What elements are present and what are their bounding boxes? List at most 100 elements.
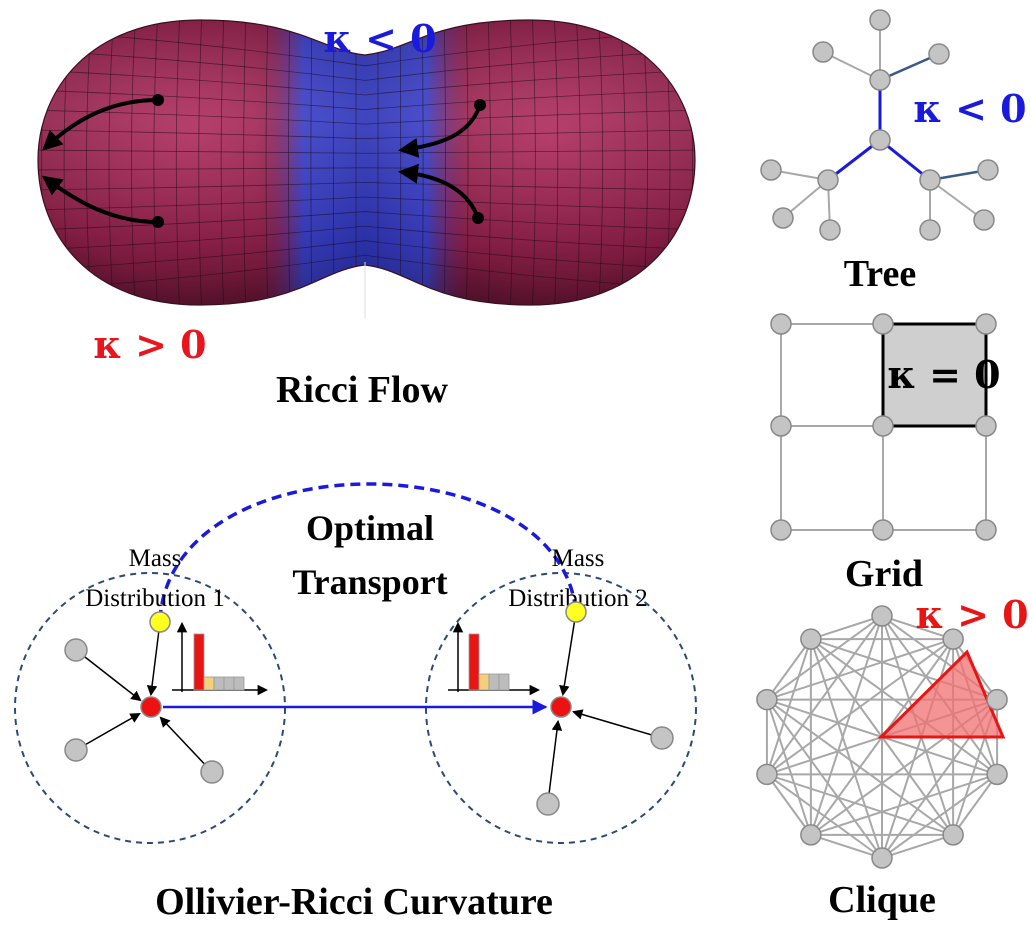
graph-node (200, 760, 224, 784)
mesh-line (465, 20, 469, 305)
flow-arrow-right-lower (398, 163, 480, 219)
tree-node (869, 9, 891, 31)
mesh-line (509, 20, 514, 305)
flow-arrows (41, 94, 486, 228)
center-node-2 (550, 696, 572, 718)
mesh-line (38, 181, 695, 191)
tree-node (919, 219, 941, 241)
mesh-line (198, 20, 203, 305)
tree-node (919, 169, 941, 191)
graph-node (64, 638, 88, 662)
clique-edge (881, 833, 954, 859)
clique-node (942, 824, 964, 846)
grid-node (770, 415, 792, 437)
tree-node (869, 129, 891, 151)
clique-highlight-triangle (877, 649, 1006, 739)
clique-edge (766, 699, 883, 859)
mesh-line (38, 49, 695, 81)
clique-node (800, 628, 822, 650)
flow-arrow-start (152, 216, 164, 228)
clique-edge (766, 698, 954, 836)
ricci-pos-label: κ > 0 (93, 322, 206, 367)
mesh-line (38, 225, 695, 251)
mesh-line (553, 20, 559, 305)
ricci-neg-label: κ < 0 (323, 16, 436, 61)
mesh-line (531, 20, 536, 305)
flow-arrow-start (152, 94, 164, 106)
clique-edge (766, 638, 954, 701)
flow-arrow-left-lower (41, 175, 159, 224)
grid-node (872, 415, 894, 437)
mass-dist-2-label-1: Mass (552, 545, 605, 572)
ollivier-ricci-diagram: Optimal Transport Mass Distribution 1 Ma… (14, 482, 697, 844)
clique-curvature-label: κ > 0 (915, 592, 1028, 637)
clique-node (986, 688, 1008, 711)
tree-node (817, 169, 839, 191)
clique-edge (952, 773, 998, 836)
grid-graph: κ = 0 (770, 313, 1001, 541)
mesh-line (38, 149, 695, 154)
ollivier-caption: Ollivier-Ricci Curvature (155, 881, 553, 923)
grid-node (975, 415, 997, 437)
mesh-line (38, 129, 695, 140)
mass-dist-1-label-2: Distribution 1 (85, 585, 225, 612)
flow-arrow-right-upper (398, 104, 482, 158)
ricci-flow-caption: Ricci Flow (276, 369, 449, 411)
clique-edge (765, 699, 812, 836)
optimal-transport-arc (158, 482, 578, 621)
clique-node (942, 628, 964, 650)
mesh-line (421, 20, 424, 305)
mesh-line (153, 20, 159, 305)
optimal-transport-label-1: Optimal (306, 508, 434, 548)
mesh-line (575, 20, 581, 305)
tree-node (812, 41, 834, 63)
mesh-line (38, 29, 695, 67)
flow-arrow-left-upper (42, 98, 159, 151)
clique-edge (766, 773, 812, 836)
mesh-line (38, 89, 695, 110)
mesh-line (131, 20, 137, 305)
mesh-line (38, 240, 695, 271)
grid-highlight-square (881, 322, 988, 428)
mesh-line (38, 254, 695, 291)
mass-node-1 (149, 611, 171, 633)
clique-edge (810, 833, 883, 859)
mesh-line (38, 196, 695, 211)
grid-node (770, 519, 792, 541)
tree-node (819, 219, 841, 241)
mesh-line (619, 20, 626, 305)
mesh-line (443, 20, 446, 305)
mesh-line (38, 109, 695, 125)
clique-edge (810, 638, 998, 776)
grid-node (872, 519, 894, 541)
grid-node (770, 313, 792, 335)
clique-node (871, 605, 893, 627)
mesh-line (288, 20, 291, 305)
clique-node (756, 688, 778, 711)
clique-edge (810, 615, 883, 641)
mesh-line (38, 211, 695, 231)
clique-edge (881, 615, 954, 641)
graph-node (64, 738, 88, 762)
grid-node (975, 313, 997, 335)
mass-node-2 (565, 601, 587, 623)
clique-edge (765, 638, 812, 775)
graph-node (536, 792, 560, 816)
mesh-line (310, 20, 313, 305)
clique-node (800, 824, 822, 846)
clique-edge (810, 773, 998, 836)
clique-edge (766, 615, 883, 775)
ricci-flow-surface (37, 19, 696, 318)
mesh-line (597, 20, 604, 305)
tree-node (973, 209, 995, 231)
clique-graph: κ > 0 (756, 592, 1029, 869)
grid-node (975, 519, 997, 541)
clique-edge (766, 773, 954, 836)
tree-curvature-label: κ < 0 (913, 86, 1026, 131)
mesh-line (108, 20, 115, 305)
mesh-line (265, 20, 269, 305)
clique-node (986, 763, 1008, 786)
tree-caption: Tree (844, 253, 916, 295)
clique-node (756, 763, 778, 786)
grid-curvature-label: κ = 0 (887, 352, 1000, 397)
